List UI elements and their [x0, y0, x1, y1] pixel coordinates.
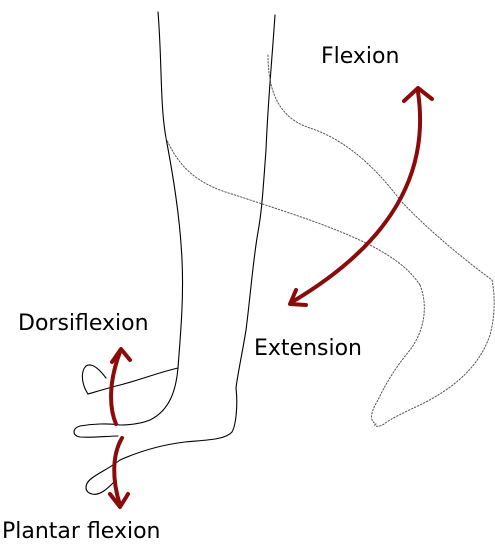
leg-outline-solid: [74, 12, 275, 494]
dorsiflexion-label: Dorsiflexion: [18, 313, 149, 335]
leg-outline-flexed: [166, 55, 494, 426]
flexion-label: Flexion: [321, 46, 399, 68]
flexion-extension-arrow: [290, 88, 432, 305]
plantar-flexion-label: Plantar flexion: [2, 521, 161, 543]
extension-label: Extension: [254, 338, 362, 360]
plantar-flexion-arrow: [110, 438, 128, 507]
